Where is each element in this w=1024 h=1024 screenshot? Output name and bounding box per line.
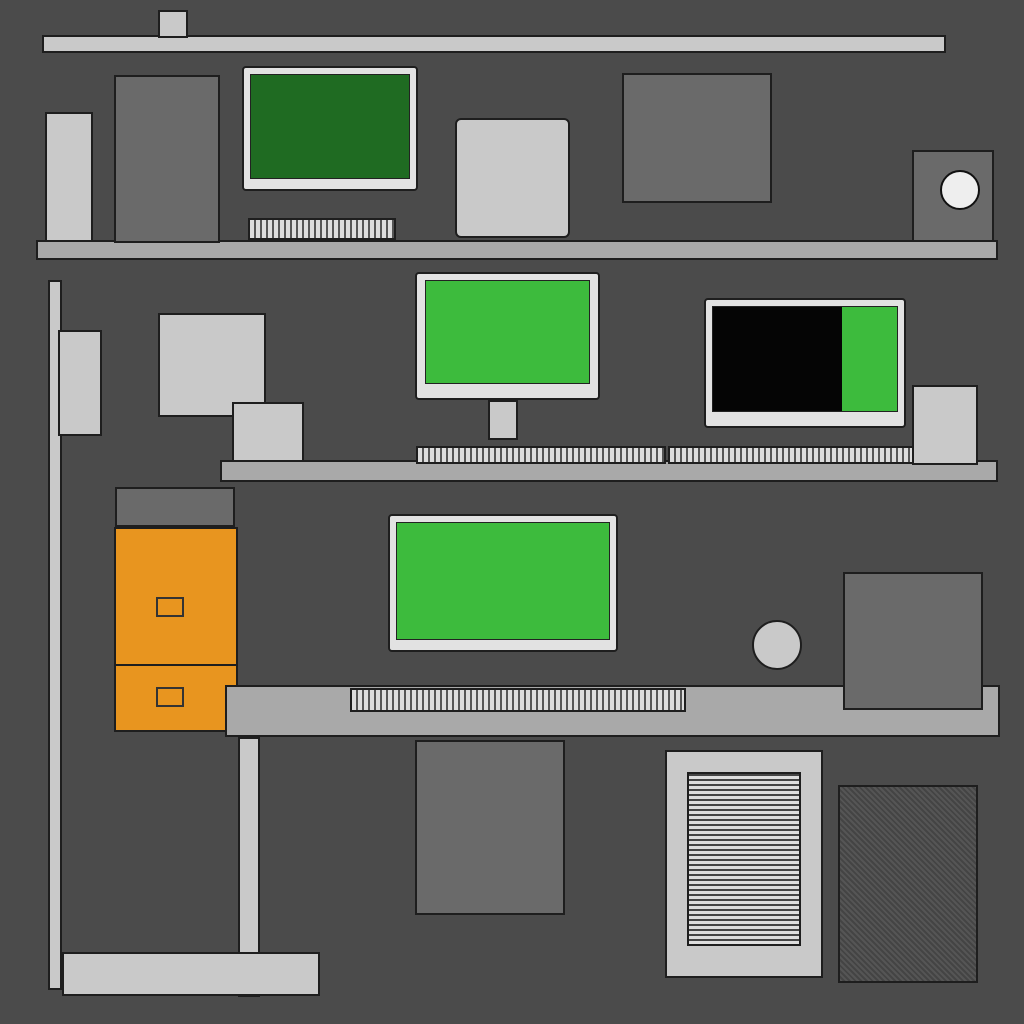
speaker-icon: [912, 150, 994, 242]
desk-lamp: [752, 620, 802, 670]
power-supply: [912, 385, 978, 465]
printer: [455, 118, 570, 238]
monitor-stand: [488, 400, 518, 440]
wall-unit: [58, 330, 102, 436]
computer-monitor: [415, 272, 600, 400]
rail-fixture: [158, 10, 188, 38]
control-panel: [622, 73, 772, 203]
keyboard: [416, 446, 666, 464]
under-desk-unit: [415, 740, 565, 915]
tower-computer: [114, 75, 220, 243]
top-shelf: [36, 240, 998, 260]
ceiling-rail: [42, 35, 946, 53]
box-device: [158, 313, 266, 417]
desk-leg: [238, 737, 260, 997]
computer-monitor: [388, 514, 618, 652]
monitor-screen: [712, 306, 898, 412]
support-pole: [48, 280, 62, 990]
monitor-screen: [425, 280, 590, 384]
filing-cabinet: [114, 527, 238, 732]
monitor-screen: [396, 522, 610, 640]
keyboard: [350, 688, 686, 712]
small-device: [232, 402, 304, 462]
cabinet-top: [115, 487, 235, 527]
server-tower: [843, 572, 983, 710]
floor-base: [62, 952, 320, 996]
keyboard: [248, 218, 396, 240]
monitor-screen: [250, 74, 410, 179]
tower-device: [45, 112, 93, 242]
keyboard: [668, 446, 920, 464]
computer-monitor: [704, 298, 906, 428]
space-heater: [665, 750, 823, 978]
computer-monitor: [242, 66, 418, 191]
subwoofer: [838, 785, 978, 983]
